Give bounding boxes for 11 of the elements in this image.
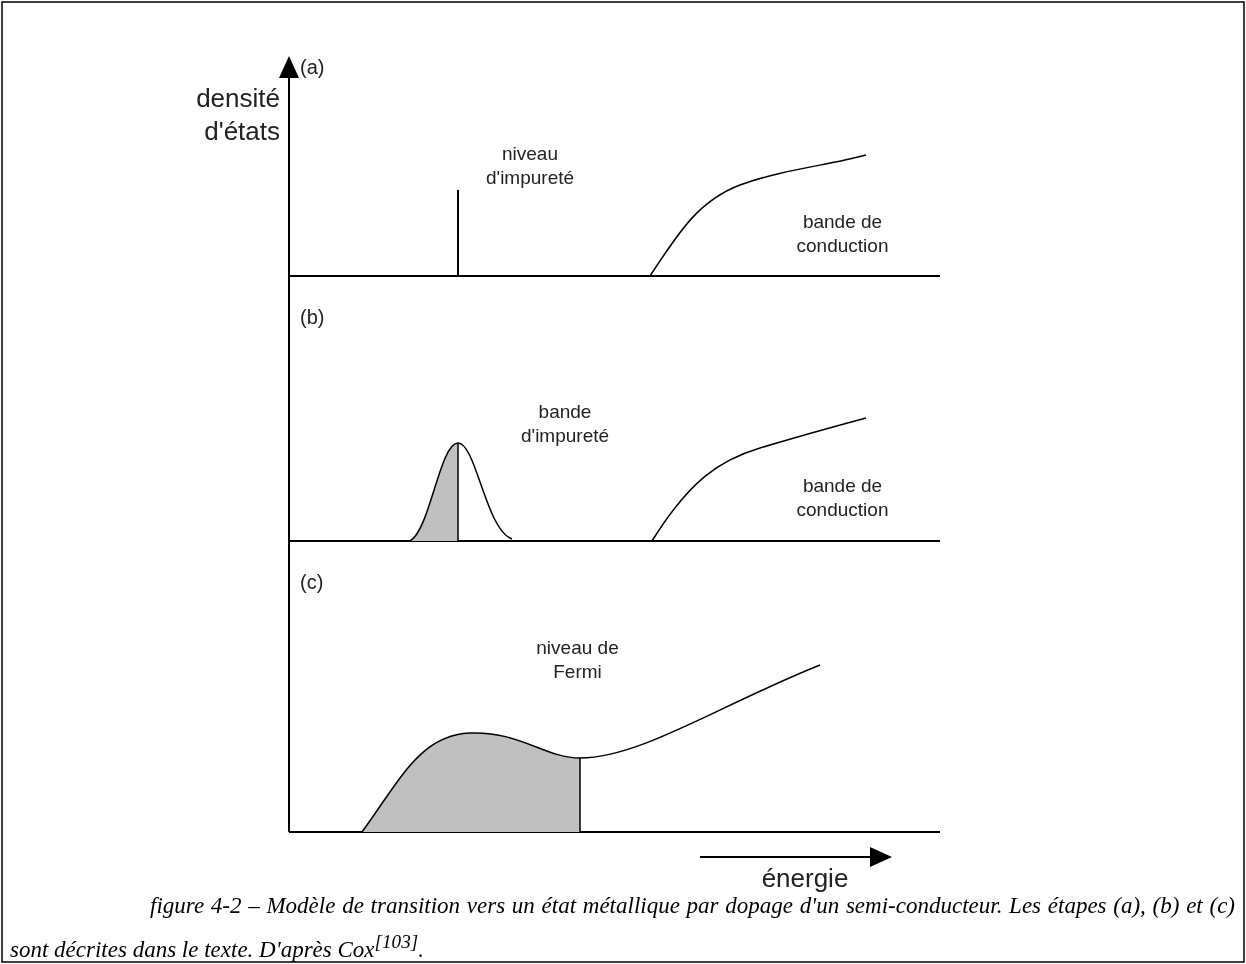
- curve-label: niveau de Fermi: [535, 636, 620, 684]
- curve-label: bande de conduction: [795, 474, 890, 522]
- panel-label: (b): [300, 305, 326, 330]
- axis-label: énergie: [760, 862, 850, 895]
- curve-label: bande d'impureté: [519, 400, 611, 448]
- figure-caption: figure 4-2 – Modèle de transition vers un état métallique par dopage d'un semi-conducteur. Les étapes (a), (b) et (c) sont décrites dans le texte. D'après Cox$^{[103]}$.: [10, 892, 1235, 964]
- curve-label: bande de conduction: [795, 210, 890, 258]
- panel-label: (a): [300, 55, 326, 80]
- axis-label: densité d'états: [195, 82, 280, 147]
- panel-label: (c): [300, 570, 325, 595]
- curve-label: niveau d'impureté: [484, 142, 576, 190]
